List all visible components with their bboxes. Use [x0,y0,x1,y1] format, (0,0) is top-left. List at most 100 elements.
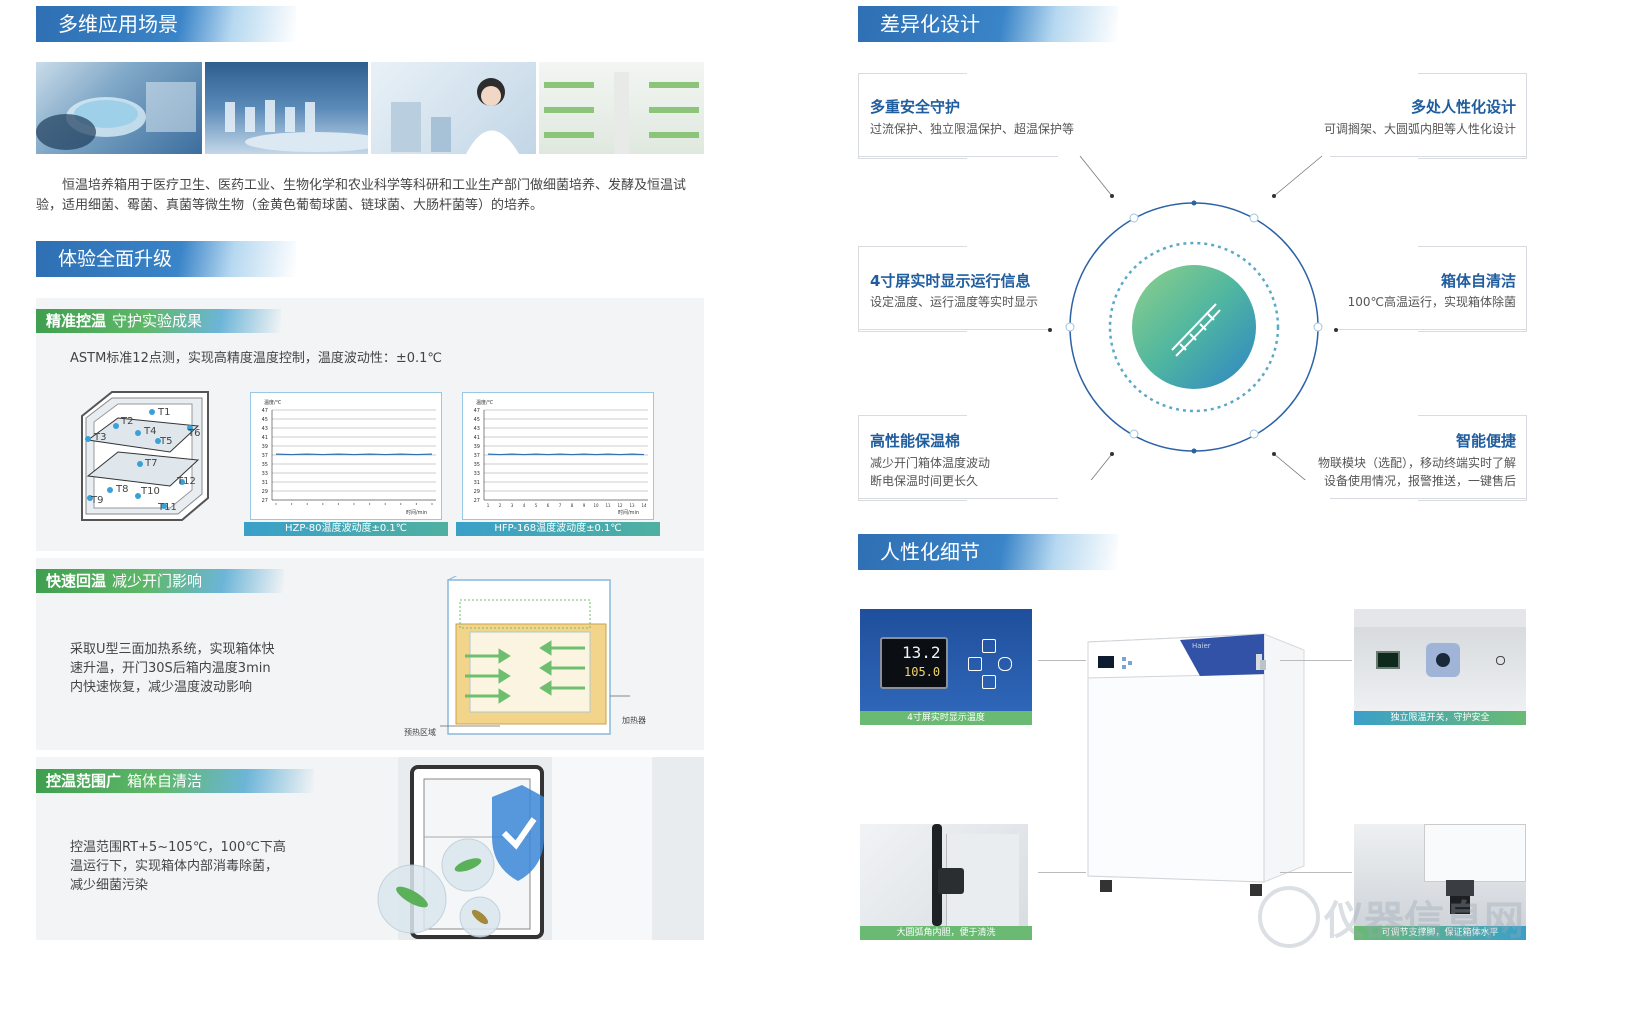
x-axis-label: 时间/min [406,509,427,516]
photo-petri-dish [36,62,202,154]
photo-scientist [371,62,536,154]
watermark: 仪器信息网 [1258,880,1558,950]
feature-frame-humanized [1418,73,1527,159]
detail-photo-screen: 13.2 105.0 [860,609,1032,711]
point-label-t2: T2 [121,416,134,427]
keypad-icon [964,639,1014,689]
x-tick-mark [306,503,308,505]
display-temp-bottom: 105.0 [904,665,941,679]
chart-caption-hfp168: HFP-168温度波动度±0.1℃ [456,522,660,536]
feature-desc-screen: 设定温度、运行温度等实时显示 [870,295,1039,309]
self-clean-illustration [377,757,704,940]
detail-photo-switch [1354,609,1526,711]
x-tick-label: 1 [487,503,490,508]
y-tick-label: 29 [474,489,480,495]
feature-desc-smart-1: 物联模块（选配），移动终端实时了解 [1317,456,1516,470]
x-tick-mark [400,503,402,505]
point-label-t8: T8 [116,484,129,495]
y-tick-label: 31 [262,480,268,486]
x-axis-label: 时间/min [618,509,639,516]
caption-screen: 4寸屏实时显示温度 [860,711,1032,725]
incubator-product [1087,633,1305,896]
x-tick-label: 2 [499,503,502,508]
design-center-graphic [1048,155,1338,480]
y-tick-label: 27 [474,498,480,504]
y-tick-label: 37 [262,453,268,459]
range-description-line3: 减少细菌污染 [70,878,149,893]
subtitle-fast: 快速回温减少开门影响 [36,569,284,593]
photo-plant-shelves [539,62,704,154]
y-tick-label: 39 [474,444,480,450]
chart-frame [462,392,654,520]
feature-desc-smart-2: 设备使用情况，报警推送，一键售后 [1323,474,1516,488]
y-axis-label: 温度/℃ [264,399,282,406]
feature-frame-selfclean [1418,246,1527,332]
x-tick-label: 9 [583,503,586,508]
y-tick-label: 35 [474,462,480,468]
y-tick-label: 47 [262,408,268,414]
detail-photo-feet [1354,824,1526,926]
feature-desc-insulation-2: 断电保温时间更长久 [870,474,979,488]
indicator-icon [1496,656,1505,665]
x-tick-mark [337,503,339,505]
point-label-t5: T5 [160,436,173,447]
x-tick-label: 13 [629,503,635,508]
brand-logo: Haier [1192,642,1211,650]
feature-desc-selfclean: 100℃高温运行，实现箱体除菌 [1347,295,1516,309]
caption-feet: 可调节支撑脚，保证箱体水平 [1354,926,1526,940]
x-tick-mark [322,503,324,505]
x-tick-label: 10 [593,503,599,508]
range-description-line1: 控温范围RT+5~105℃，100℃下高 [70,840,286,855]
fast-description-line3: 内快速恢复，减少温度波动影响 [70,680,253,695]
feature-title-safety: 多重安全守护 [870,98,961,116]
y-tick-label: 29 [262,489,268,495]
x-tick-mark [384,503,386,505]
label-preheat-zone: 预热区域 [404,728,436,737]
y-tick-label: 33 [474,471,480,477]
y-tick-label: 31 [474,480,480,486]
y-tick-label: 41 [262,435,268,441]
x-tick-mark [415,503,417,505]
x-tick-label: 11 [605,503,611,508]
y-tick-label: 45 [474,417,480,423]
fast-description-line2: 速升温，开门30S后箱内温度3min [70,661,271,676]
section-title-upgrade: 体验全面升级 [36,241,296,277]
detail-photo-liner [860,824,1028,926]
photo-lab-bottles [205,62,368,154]
y-tick-label: 43 [474,426,480,432]
feature-desc-humanized: 可调搁架、大圆弧内胆等人性化设计 [1323,122,1516,136]
precise-description: ASTM标准12点测，实现高精度温度控制，温度波动性：±0.1℃ [70,351,443,366]
y-tick-label: 27 [262,498,268,504]
y-tick-label: 33 [262,471,268,477]
point-label-t4: T4 [144,426,157,437]
y-tick-label: 39 [262,444,268,450]
display-temp-top: 13.2 [902,643,941,662]
y-tick-label: 47 [474,408,480,414]
x-tick-label: 8 [571,503,574,508]
x-tick-mark [275,503,277,505]
x-tick-mark [431,503,433,505]
x-tick-label: 14 [641,503,647,508]
range-description-line2: 温运行下，实现箱体内部消毒除菌， [70,859,279,874]
y-tick-label: 45 [262,417,268,423]
point-label-t12: T12 [177,476,196,487]
feature-frame-screen [858,246,967,332]
x-tick-label: 3 [511,503,514,508]
feature-frame-insulation [858,415,967,501]
label-heater: 加热器 [622,716,646,725]
x-tick-label: 12 [617,503,623,508]
caption-switch: 独立限温开关，守护安全 [1354,711,1526,725]
fast-description-line1: 采取U型三面加热系统，实现箱体快 [70,642,275,657]
chart-frame [250,392,442,520]
point-label-t10: T10 [141,486,160,497]
x-tick-label: 7 [559,503,562,508]
watermark-text: 仪器信息网 [1324,898,1524,944]
feature-title-smart: 智能便捷 [1455,432,1516,450]
x-tick-label: 5 [535,503,538,508]
x-tick-label: 4 [523,503,526,508]
subtitle-range: 控温范围广箱体自清洁 [36,769,314,793]
section-title-design: 差异化设计 [858,6,1118,42]
feature-frame-smart [1418,415,1527,501]
feature-title-selfclean: 箱体自清洁 [1440,272,1516,290]
